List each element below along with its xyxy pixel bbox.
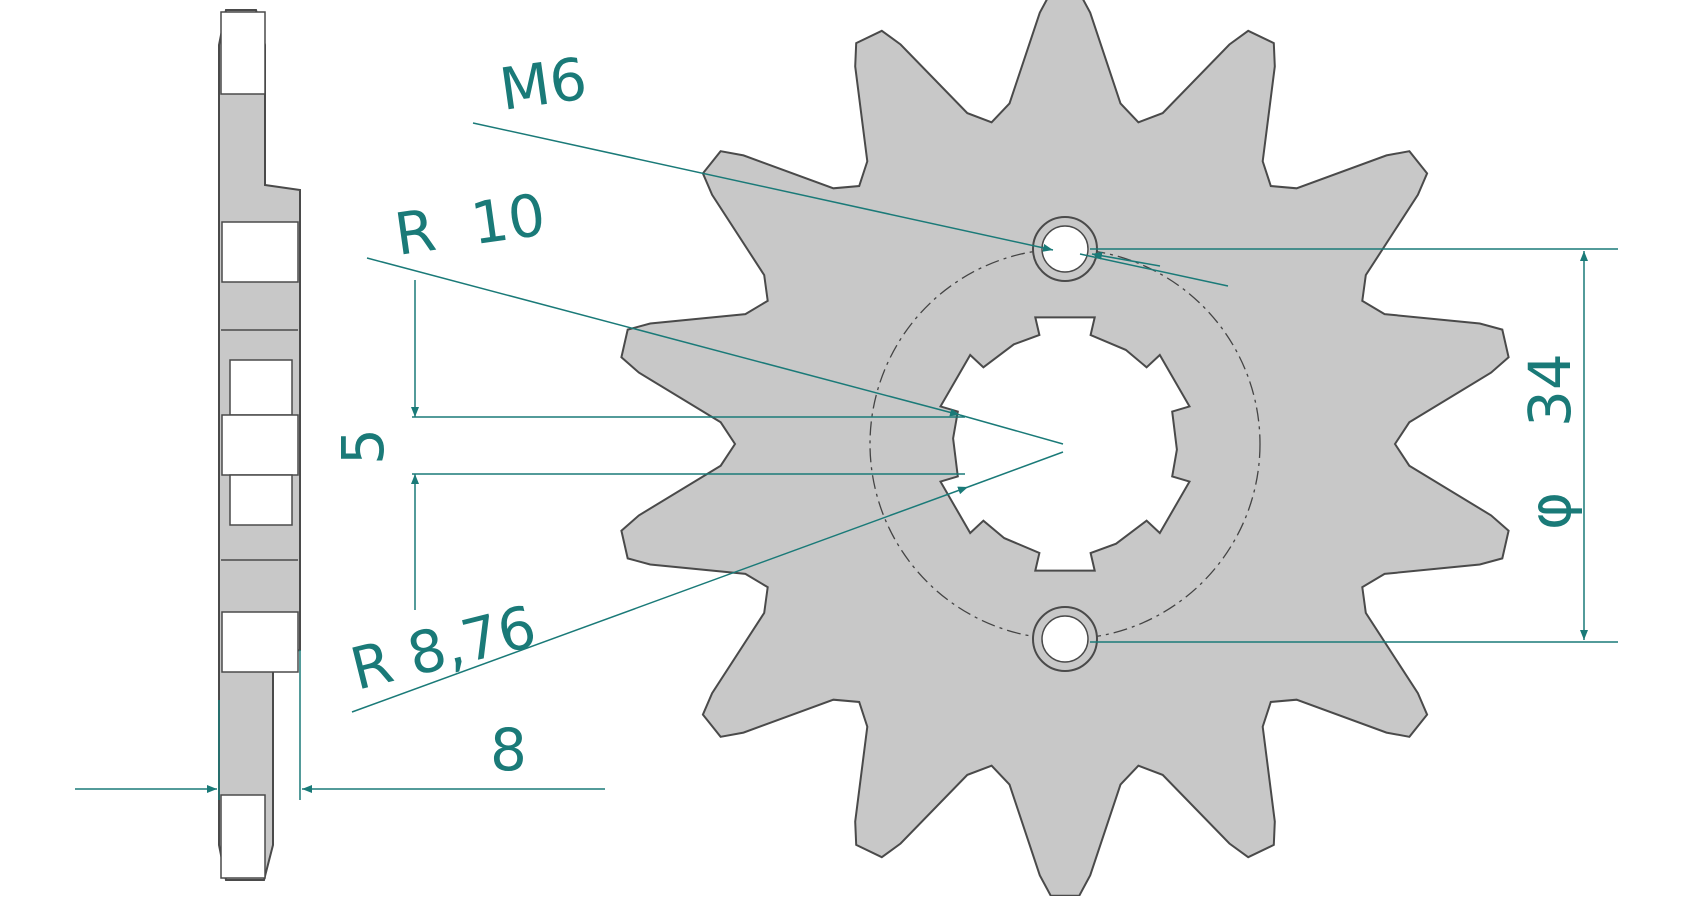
side-profile-view [218, 9, 301, 881]
thread-arrow-return [1091, 251, 1161, 267]
side-profile-tip-bottom [220, 794, 266, 879]
outer-radius-leader-center [959, 414, 1064, 445]
spline-width-label: 5 [329, 428, 397, 465]
thread-leader-tail [1079, 253, 1229, 287]
side-profile-window-5 [221, 611, 299, 673]
bolt-hole-bottom-inner [1041, 615, 1089, 663]
bcd-label: 34 [1516, 353, 1584, 427]
thread-leader-line [472, 122, 1054, 252]
inner-radius-label: R 8,76 [344, 592, 543, 703]
inner-radius-leader-center [967, 451, 1064, 488]
thickness-label: 8 [490, 716, 527, 784]
bolt-hole-top-inner [1041, 225, 1089, 273]
splined-bore [939, 316, 1191, 572]
outer-radius-leader [366, 257, 961, 417]
side-profile-window-1 [221, 221, 299, 283]
side-profile-window-3 [221, 414, 299, 476]
thread-label: M6 [495, 44, 591, 123]
side-profile-window-2 [229, 359, 293, 416]
inner-radius-leader [351, 486, 969, 713]
diameter-symbol: φ [1516, 492, 1584, 530]
outer-radius-label: R 10 [390, 181, 549, 269]
side-profile-tip-top [220, 11, 266, 95]
front-view [620, 0, 1510, 897]
side-profile-window-4 [229, 474, 293, 526]
dimensions [75, 122, 1618, 800]
